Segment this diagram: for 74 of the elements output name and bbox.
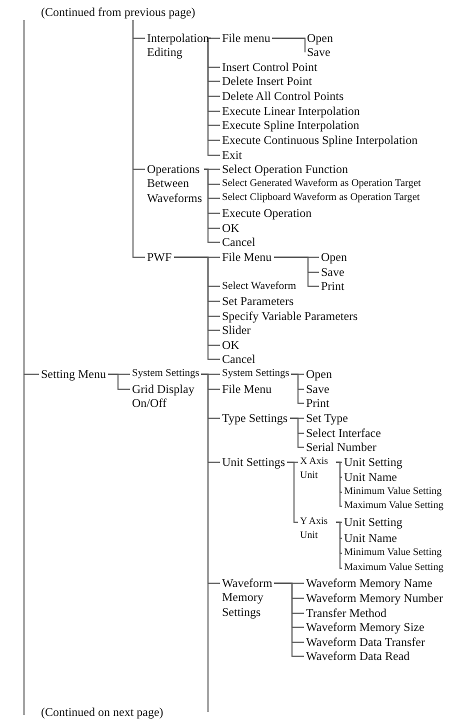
menu-item: Print [319,278,346,294]
menu-item: Type Settings [220,410,290,426]
menu-item: File menu [220,30,272,46]
menu-item: Set Type [304,410,350,426]
menu-item: Execute Continuous Spline Interpolation [220,132,420,148]
connector-line [336,522,342,569]
menu-item: Set Parameters [220,294,296,308]
connector-line [23,20,39,375]
menu-item: Serial Number [304,440,378,454]
connector-line [204,168,220,243]
menu-item: Select Clipboard Waveform as Operation Target [220,190,422,206]
menu-item: Print [304,396,332,410]
menu-item: Maximum Value Setting [342,498,446,514]
menu-item: File Menu [220,250,274,264]
menu-item: Insert Control Point [220,60,320,74]
menu-item: Specify Variable Parameters [220,308,360,324]
menu-item: Select Interface [304,426,383,440]
menu-item: Exit [220,148,244,162]
menu-item: Open [304,366,334,382]
menu-item: Unit Setting [342,454,404,470]
menu-item: Minimum Value Setting [342,484,444,500]
menu-item: OK [220,220,242,236]
menu-item: Delete Insert Point [220,74,314,88]
continuation-note: (Continued on next page) [40,704,164,720]
connector-line [108,374,130,390]
menu-item: Cancel [220,352,258,366]
connector-line [336,462,342,507]
connector-line [290,418,304,448]
menu-item: Waveform Memory Number [304,590,445,606]
menu-item: File Menu [220,382,274,396]
menu-item: Minimum Value Setting [342,546,444,560]
menu-item: Unit Settings [220,454,288,470]
menu-item: Execute Spline Interpolation [220,118,362,132]
connector-line [274,256,319,287]
menu-item: Save [319,264,346,280]
menu-item: Save [305,44,332,60]
menu-item: System Settings [220,366,292,382]
menu-item: Open [305,30,335,46]
menu-item: System Settings [130,366,202,382]
menu-item: Y Axis Unit [298,514,336,544]
menu-item: Operations Between Waveforms [145,162,204,206]
menu-item: Waveform Data Transfer [304,634,427,650]
continuation-note: (Continued from previous page) [20,4,198,20]
menu-item: Unit Name [342,470,399,484]
connector-line [132,20,145,258]
menu-item: Waveform Memory Settings [220,576,274,620]
menu-item: X Axis Unit [298,454,336,484]
menu-item: Open [319,250,349,264]
menu-item: OK [220,338,242,352]
menu-item: Unit Name [342,530,399,546]
menu-item: Interpolation Editing [145,30,211,60]
menu-item: PWF [145,250,174,264]
menu-item: Cancel [220,234,258,250]
menu-item: Waveform Memory Size [304,620,426,634]
menu-item: Waveform Data Read [304,648,412,664]
menu-item: Slider [220,322,253,338]
menu-item: Execute Linear Interpolation [220,104,362,118]
connector-line [274,582,304,657]
menu-item: Delete All Control Points [220,88,346,104]
menu-item: Save [304,382,332,396]
connector-line [287,462,298,523]
menu-item: Execute Operation [220,206,314,220]
connector-line [201,374,209,712]
menu-item: Select Operation Function [220,162,350,176]
menu-item: Transfer Method [304,606,389,620]
menu-item: Unit Setting [342,514,404,530]
menu-item: Setting Menu [39,366,108,382]
menu-item: Waveform Memory Name [304,576,434,590]
menu-item: Select Generated Waveform as Operation Target [220,176,423,192]
connector-line [291,374,304,404]
menu-item: Grid Display On/Off [130,382,200,411]
menu-item: Maximum Value Setting [342,560,446,576]
connector-line [272,38,306,53]
menu-item: Select Waveform [220,278,298,294]
